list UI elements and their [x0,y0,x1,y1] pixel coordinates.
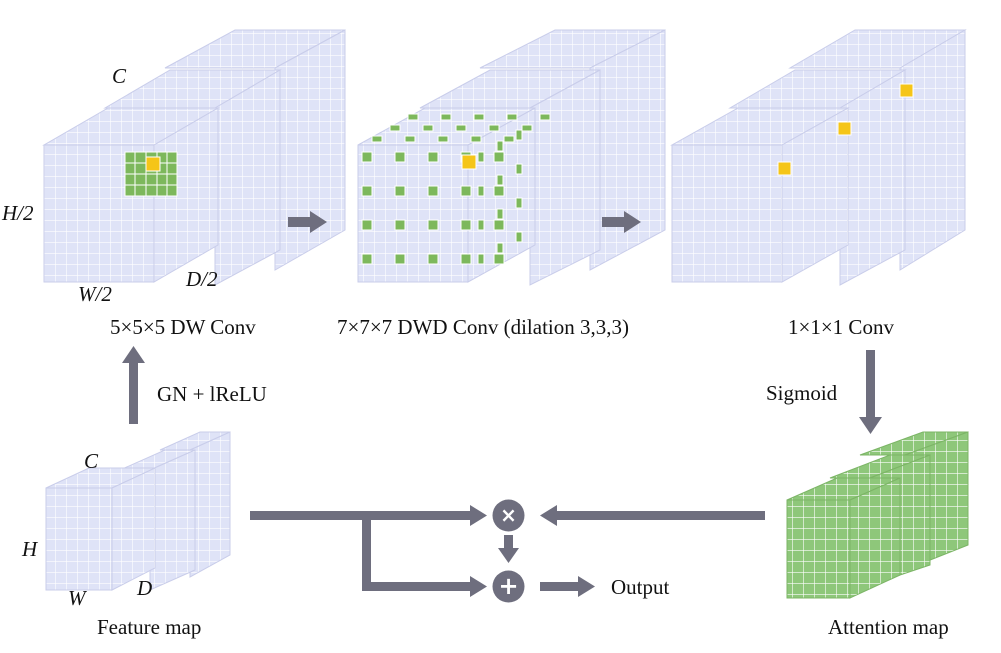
dwconv-channels-label: C [112,64,127,88]
dilated-kernel-point [477,219,485,231]
dilated-kernel-point [371,135,383,143]
gn-lrelu-label: GN + lReLU [157,382,267,406]
dwdconv-label: 7×7×7 DWD Conv (dilation 3,3,3) [337,315,629,339]
dilated-kernel-point [427,151,439,163]
dilated-kernel-point [455,124,467,132]
dwconv-label: 5×5×5 DW Conv [110,315,256,339]
feature-channels-label: C [84,449,99,473]
dilated-kernel-points [361,113,551,265]
dilated-kernel-point [515,163,523,175]
dilated-kernel-point [473,113,485,121]
dilated-kernel-point [496,140,504,152]
dilated-kernel-point [427,219,439,231]
arrow-add-to-output [540,582,580,591]
dilated-kernel-point [506,113,518,121]
attention-map-label: Attention map [828,615,949,639]
arrow-stage1-to-stage2 [288,217,310,227]
dilated-kernel-point [427,253,439,265]
arrow-branch-down [362,515,371,587]
dilated-kernel-point [503,135,515,143]
dilated-kernel-point [470,135,482,143]
kernel-center [461,154,477,170]
dilated-kernel-point [493,219,505,231]
dilated-kernel-point [394,253,406,265]
dwconv-width-label: W/2 [78,282,112,306]
dilated-kernel-point [427,185,439,197]
dwconv-cube [42,29,346,286]
add-symbol: + [498,572,518,600]
dilated-kernel-point [477,151,485,163]
arrow-down-sigmoid [866,350,875,418]
pwconv-label: 1×1×1 Conv [788,315,894,339]
kernel-center [145,156,161,172]
dilated-kernel-point [460,219,472,231]
dilated-kernel-point [394,219,406,231]
dilated-kernel-point [493,253,505,265]
arrow-multiply-to-add [504,535,513,549]
dilated-kernel-point [422,124,434,132]
dwconv-height-label: H/2 [2,201,34,225]
dilated-kernel-point [389,124,401,132]
pwconv-cube [670,29,967,286]
arrow-branch-to-add [362,582,472,591]
attention-map-cube [786,431,969,599]
dilated-kernel-point [521,124,533,132]
dilated-kernel-point [493,151,505,163]
sigmoid-label: Sigmoid [766,381,838,405]
arrow-stage2-to-stage3 [602,217,624,227]
feature-depth-label: D [137,576,153,600]
arrow-up-gn [129,362,138,424]
dilated-kernel-point [404,135,416,143]
dilated-kernel-point [488,124,500,132]
feature-map-label: Feature map [97,615,202,639]
dilated-kernel-point [394,185,406,197]
feature-width-label: W [68,586,86,610]
dilated-kernel-point [394,151,406,163]
dilated-kernel-point [477,253,485,265]
multiply-operator: × [492,499,525,532]
kernel-point [837,121,852,136]
arrow-attention-to-multiply [555,511,765,520]
dilated-kernel-point [515,197,523,209]
output-label: Output [611,575,670,599]
dilated-kernel-point [496,174,504,186]
dilated-kernel-point [440,113,452,121]
dwdconv-cube [357,29,666,286]
multiply-symbol: × [500,503,517,527]
arrows [122,211,882,597]
dilated-kernel-point [477,185,485,197]
arrow-feature-to-multiply [250,511,472,520]
dilated-kernel-point [515,231,523,243]
dilated-kernel-point [437,135,449,143]
dilated-kernel-point [496,208,504,220]
dilated-kernel-point [361,219,373,231]
dilated-kernel-point [361,185,373,197]
dilated-kernel-point [460,253,472,265]
dilated-kernel-point [361,151,373,163]
add-operator: + [492,570,525,603]
dilated-kernel-point [515,129,523,141]
dilated-kernel-point [460,185,472,197]
feature-height-label: H [22,537,38,561]
dwconv-depth-label: D/2 [186,267,218,291]
kernel-point [777,161,792,176]
dilated-kernel-point [539,113,551,121]
dilated-kernel-point [407,113,419,121]
feature-map-cube [45,431,231,591]
dilated-kernel-point [493,185,505,197]
kernel-point [899,83,914,98]
dilated-kernel-point [496,242,504,254]
dilated-kernel-point [361,253,373,265]
